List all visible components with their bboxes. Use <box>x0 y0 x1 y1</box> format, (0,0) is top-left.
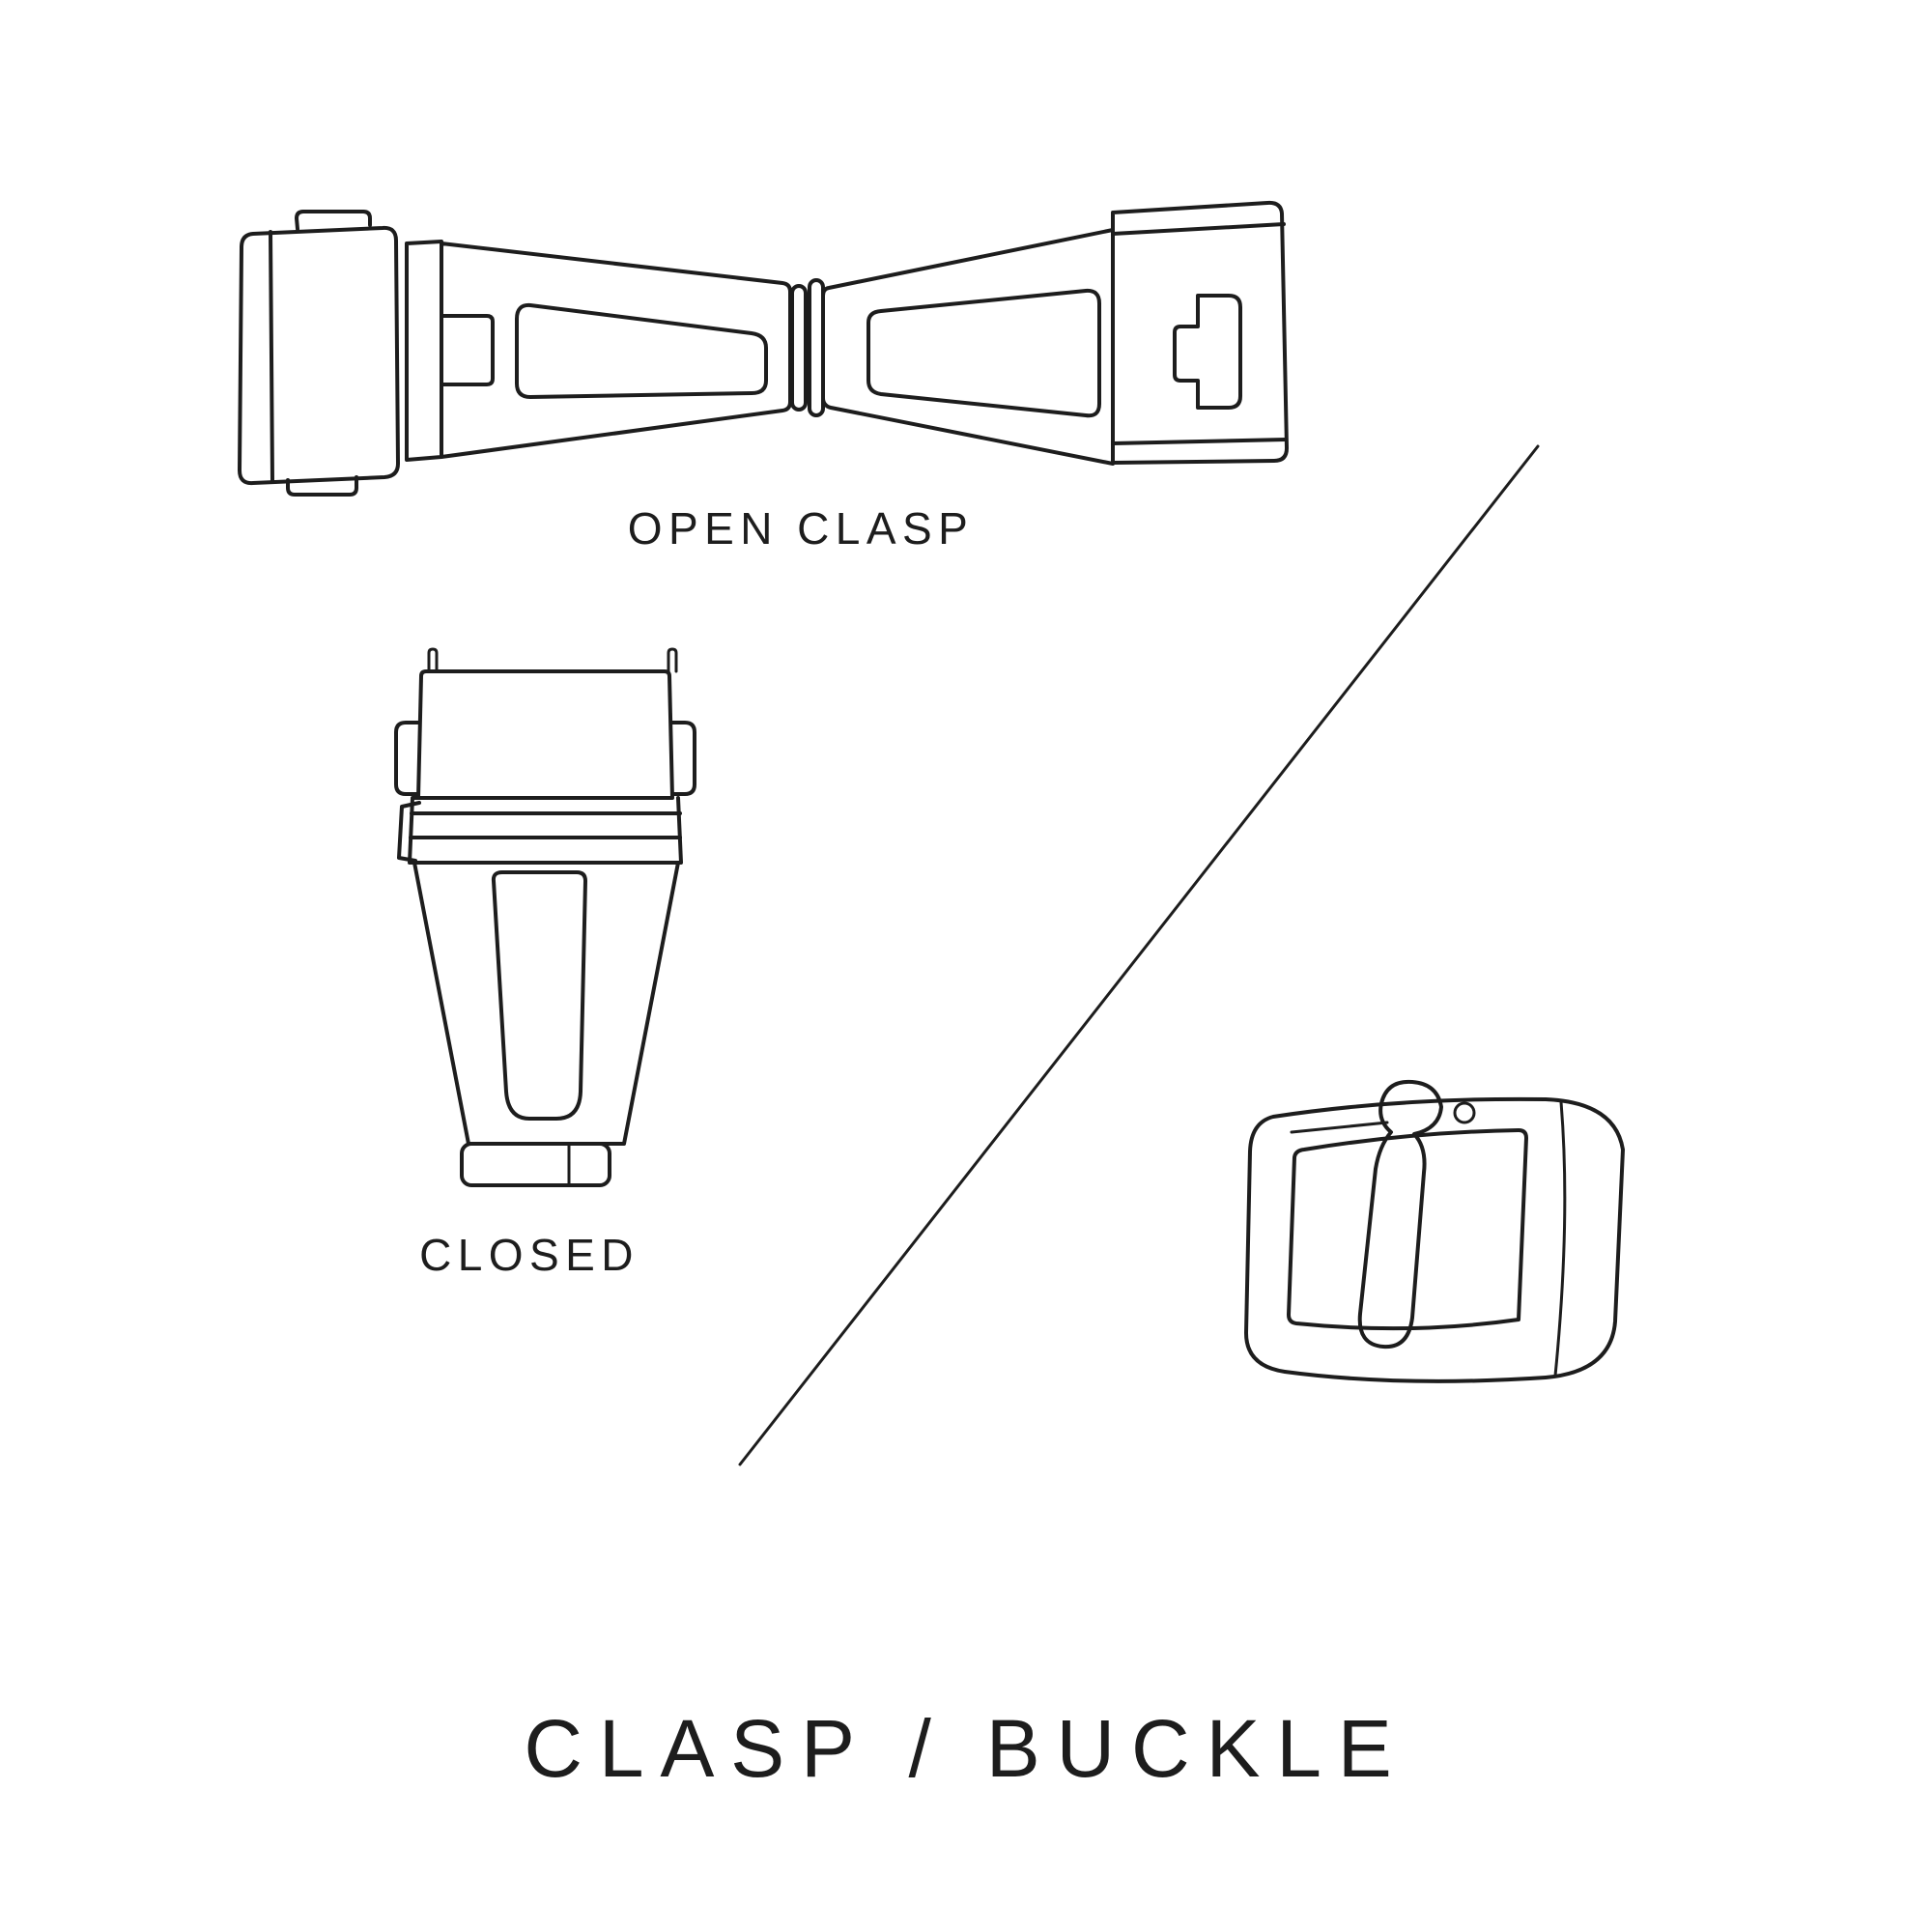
open-clasp-right-arm <box>821 228 1115 466</box>
closed-clasp-bottom-cap <box>460 1142 611 1187</box>
open-clasp-label: OPEN CLASP <box>627 503 975 554</box>
closed-clasp-left-bracket <box>397 801 421 863</box>
open-clasp-left-bottom-tab <box>286 475 358 497</box>
closed-clasp-right-ear <box>670 721 696 796</box>
closed-clasp-illustration <box>394 647 696 1187</box>
buckle-spring-bar <box>1290 1121 1389 1134</box>
open-clasp-left-arm-inner <box>515 302 768 399</box>
diagonal-divider-line <box>738 444 1540 1466</box>
open-clasp-left-notch <box>440 314 495 386</box>
buckle-spring-bar-pin <box>1453 1101 1476 1124</box>
open-clasp-right-link-bottom-line <box>1111 438 1288 445</box>
closed-clasp-left-ear <box>394 721 420 796</box>
closed-clasp-inner-slot <box>491 870 587 1121</box>
open-clasp-left-bar <box>405 240 443 462</box>
open-clasp-hinge-bar-1 <box>790 284 808 412</box>
open-clasp-left-link-inner-line <box>269 230 274 483</box>
open-clasp-right-link-top-line <box>1111 222 1286 236</box>
buckle-illustration <box>1244 1079 1625 1383</box>
open-clasp-right-link <box>1111 200 1289 465</box>
open-clasp-illustration <box>238 200 1289 497</box>
open-clasp-catch <box>1173 294 1242 410</box>
buckle-outer-frame <box>1244 1096 1625 1383</box>
closed-clasp-label: CLOSED <box>419 1230 639 1280</box>
open-clasp-hinge-bar-2 <box>808 278 825 417</box>
page-title: CLASP / BUCKLE <box>524 1703 1408 1794</box>
closed-clasp-top-block <box>416 669 674 800</box>
closed-clasp-prong-right <box>667 647 678 673</box>
closed-clasp-band-outline <box>408 796 683 865</box>
open-clasp-left-top-tab <box>295 210 372 231</box>
closed-clasp-body <box>412 861 680 1146</box>
open-clasp-right-arm-inner <box>867 288 1101 418</box>
buckle-tang <box>1357 1079 1443 1350</box>
buckle-inner-opening <box>1287 1128 1528 1331</box>
buckle-right-bar-face <box>1553 1100 1567 1378</box>
closed-clasp-prong-left <box>427 647 439 673</box>
open-clasp-left-link <box>238 225 400 486</box>
